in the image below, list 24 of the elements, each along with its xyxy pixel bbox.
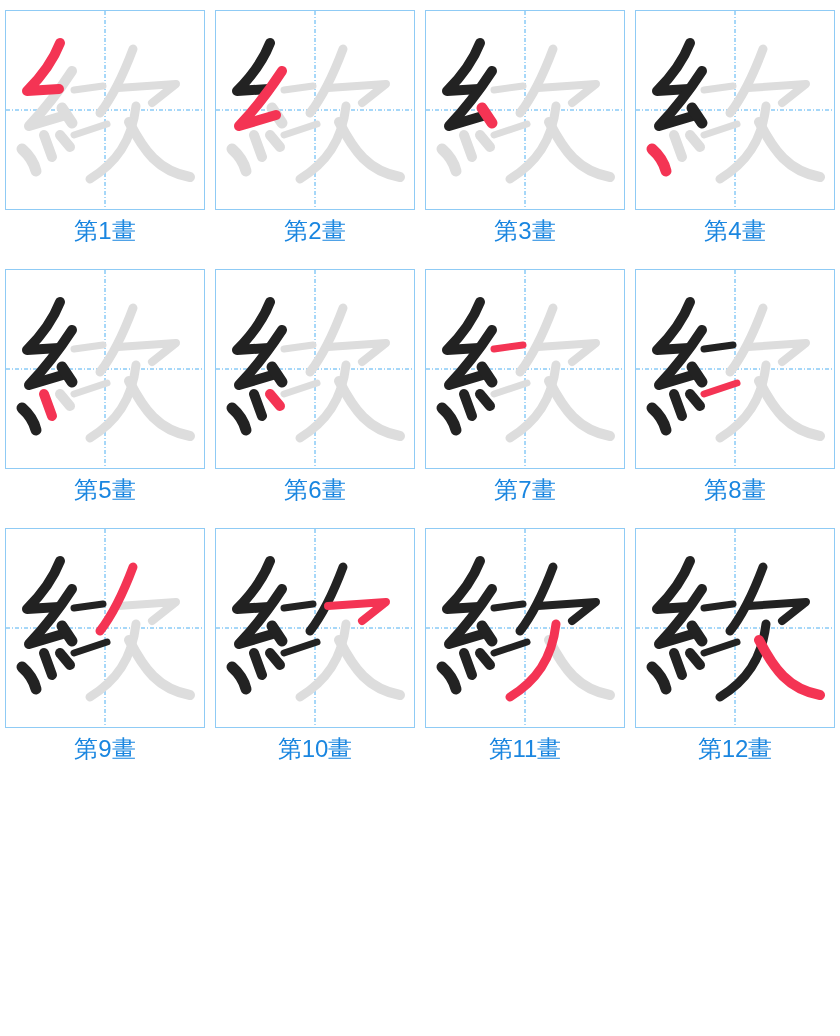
step-caption: 第3畫: [493, 217, 557, 245]
step-caption: 第1畫: [73, 217, 137, 245]
stroke-order-drawing: [215, 10, 415, 210]
step-caption: 第5畫: [73, 476, 137, 504]
stroke-order-drawing: [635, 10, 835, 210]
step-caption: 第7畫: [493, 476, 557, 504]
stroke-order-drawing: [425, 10, 625, 210]
step-caption: 第11畫: [487, 735, 563, 763]
stroke-order-drawing: [5, 269, 205, 469]
stroke-order-drawing: [635, 269, 835, 469]
stroke-order-drawing: [425, 528, 625, 728]
stroke-order-drawing: [635, 528, 835, 728]
step-caption: 第9畫: [73, 735, 137, 763]
stroke-order-drawing: [5, 528, 205, 728]
step-caption: 第2畫: [283, 217, 347, 245]
stroke-order-drawing: [5, 10, 205, 210]
step-caption: 第6畫: [283, 476, 347, 504]
step-caption: 第10畫: [276, 735, 354, 763]
stroke-order-drawing: [425, 269, 625, 469]
step-caption: 第8畫: [703, 476, 767, 504]
step-caption: 第4畫: [703, 217, 767, 245]
stroke-order-drawing: [215, 528, 415, 728]
step-caption: 第12畫: [696, 735, 774, 763]
stroke-order-drawing: [215, 269, 415, 469]
